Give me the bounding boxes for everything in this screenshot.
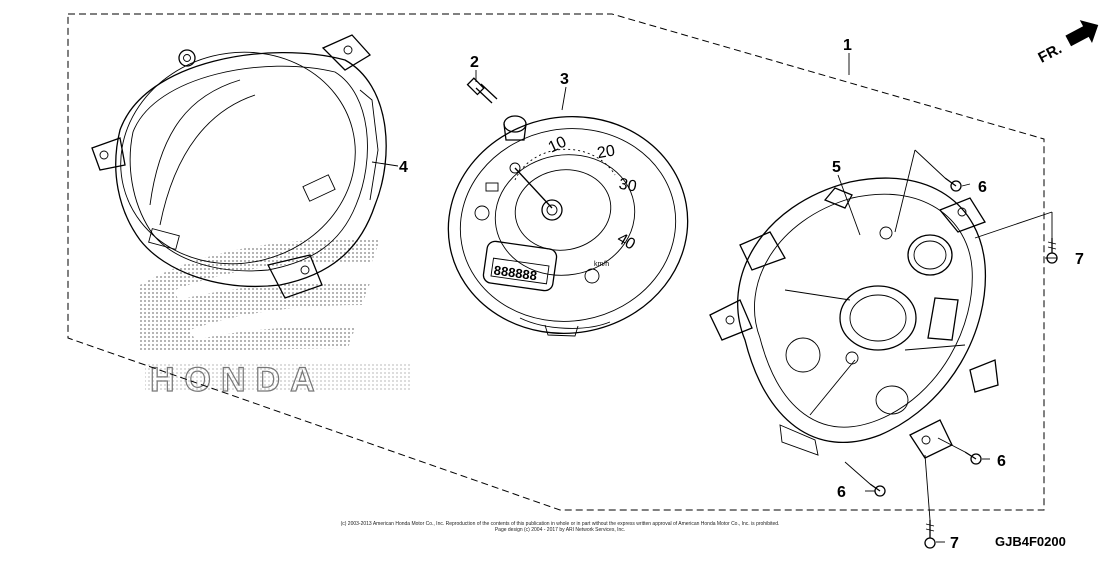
screw-6-bottom-right [964,451,982,465]
callout-6-bottom-right: 6 [997,453,1006,470]
screw-6-top [944,177,962,192]
diagram-code: GJB4F0200 [995,534,1066,549]
callout-3: 3 [560,71,569,88]
gauge-label-40: 40 [614,230,638,254]
screw-6-bottom-left [869,483,886,497]
callout-7-right: 7 [1075,251,1084,268]
copyright-line-1: (c) 2003-2013 American Honda Motor Co., … [340,521,780,527]
assembly-boundary [67,13,1045,511]
meter-case [709,177,999,459]
copyright-line-2: Page design (c) 2004 - 2017 by ARI Netwo… [494,527,626,533]
callout-5: 5 [832,159,841,176]
callout-4: 4 [399,159,408,176]
callout-1: 1 [843,37,852,54]
gauge-unit-label: km/h [594,261,609,268]
meter-cover [91,34,387,299]
gauge-label-10: 10 [546,133,569,156]
screw-part-2 [466,77,498,104]
watermark-text: HONDA [150,361,325,399]
callout-6-top: 6 [978,179,987,196]
front-direction-label: FR. [1035,40,1064,66]
honda-watermark-logo: HONDA [140,239,410,400]
gauge-label-20: 20 [596,142,617,162]
front-direction-indicator: FR. [1035,20,1099,67]
leader-lines [371,53,1057,543]
copyright-notice: (c) 2003-2013 American Honda Motor Co., … [300,521,820,533]
callout-6-bottom-left: 6 [837,484,846,501]
callout-2: 2 [470,54,479,71]
front-arrow-icon [1065,20,1099,47]
gauge-odometer-digits: 888888 [493,262,538,283]
speedometer-gauge: 888888 10 20 30 40 km/h [447,115,689,337]
callout-7-bottom: 7 [950,535,959,552]
screw-7-right [1046,238,1058,264]
screw-7-bottom [924,520,936,549]
gauge-label-30: 30 [617,176,638,196]
